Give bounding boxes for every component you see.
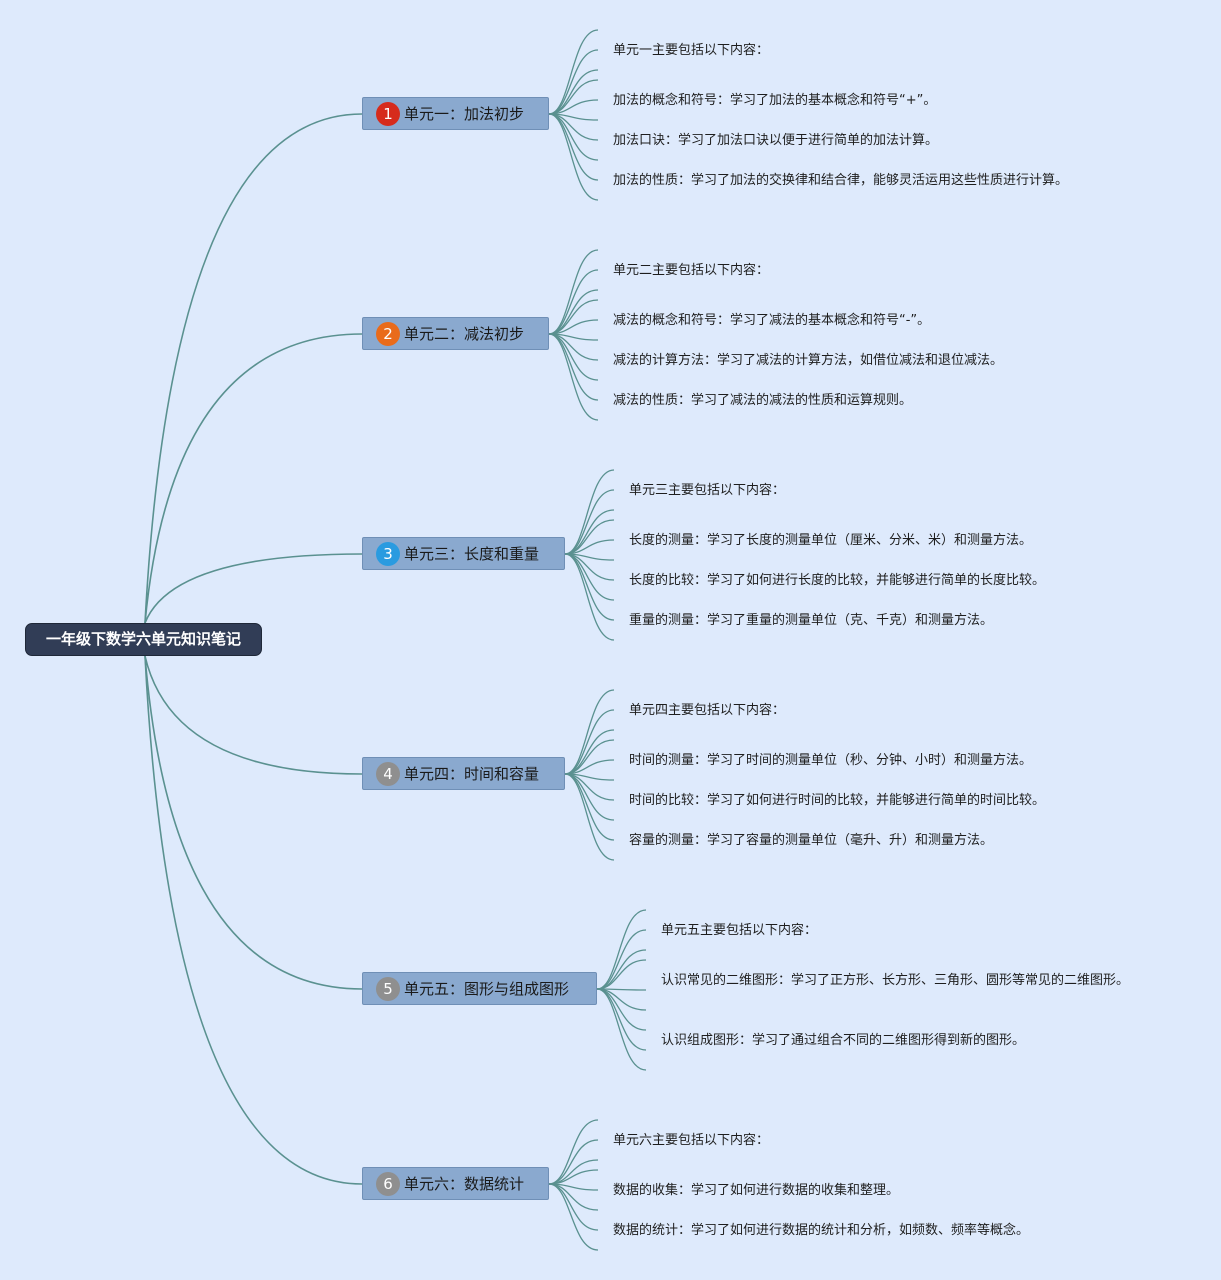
note-item[interactable]: 加法口诀：学习了加法口诀以便于进行简单的加法计算。 bbox=[613, 133, 939, 148]
connector-line bbox=[564, 709, 615, 775]
connector-line bbox=[144, 113, 363, 624]
connector-line bbox=[564, 469, 615, 555]
connector-line bbox=[144, 333, 363, 624]
connector-line bbox=[548, 79, 599, 115]
unit-node-5[interactable]: 5 单元五：图形与组成图形 bbox=[362, 972, 597, 1005]
note-item[interactable]: 加法的性质：学习了加法的交换律和结合律，能够灵活运用这些性质进行计算。 bbox=[613, 173, 1069, 188]
connector-line bbox=[564, 739, 615, 775]
unit-label: 单元五：图形与组成图形 bbox=[404, 980, 570, 998]
unit-node-6[interactable]: 6 单元六：数据统计 bbox=[362, 1167, 549, 1200]
unit-node-2[interactable]: 2 单元二：减法初步 bbox=[362, 317, 549, 350]
note-item[interactable]: 数据的统计：学习了如何进行数据的统计和分析，如频数、频率等概念。 bbox=[613, 1223, 1030, 1238]
note-item[interactable]: 长度的比较：学习了如何进行长度的比较，并能够进行简单的长度比较。 bbox=[629, 573, 1046, 588]
connector-line bbox=[596, 959, 647, 990]
connector-line bbox=[548, 113, 599, 181]
connector-line bbox=[564, 773, 615, 861]
note-item[interactable]: 减法的性质：学习了减法的减法的性质和运算规则。 bbox=[613, 393, 913, 408]
connector-line bbox=[548, 113, 599, 201]
note-item[interactable]: 单元六主要包括以下内容： bbox=[613, 1133, 770, 1148]
note-item[interactable]: 时间的测量：学习了时间的测量单位（秒、分钟、小时）和测量方法。 bbox=[629, 753, 1033, 768]
note-item[interactable]: 重量的测量：学习了重量的测量单位（克、千克）和测量方法。 bbox=[629, 613, 994, 628]
note-item[interactable]: 减法的概念和符号：学习了减法的基本概念和符号“-”。 bbox=[613, 313, 931, 328]
connector-line bbox=[144, 655, 363, 1185]
number-badge-6: 6 bbox=[376, 1171, 400, 1196]
connector-line bbox=[548, 333, 599, 421]
unit-label: 单元三：长度和重量 bbox=[404, 545, 540, 563]
note-item[interactable]: 单元三主要包括以下内容： bbox=[629, 483, 786, 498]
connector-line bbox=[144, 655, 363, 990]
connector-line bbox=[548, 49, 599, 115]
unit-node-1[interactable]: 1 单元一：加法初步 bbox=[362, 97, 549, 130]
note-item[interactable]: 单元四主要包括以下内容： bbox=[629, 703, 786, 718]
connector-line bbox=[596, 909, 647, 990]
number-badge-1: 1 bbox=[376, 101, 400, 126]
note-item[interactable]: 认识组成图形：学习了通过组合不同的二维图形得到新的图形。 bbox=[661, 1033, 1026, 1048]
connector-line bbox=[548, 1119, 599, 1185]
connector-line bbox=[596, 929, 647, 990]
connector-line bbox=[564, 489, 615, 555]
number-badge-2: 2 bbox=[376, 321, 400, 346]
connector-line bbox=[564, 553, 615, 621]
connector-line bbox=[564, 553, 615, 641]
connector-line bbox=[144, 553, 363, 624]
number-badge-5: 5 bbox=[376, 976, 400, 1001]
note-item[interactable]: 时间的比较：学习了如何进行时间的比较，并能够进行简单的时间比较。 bbox=[629, 793, 1046, 808]
number-badge-3: 3 bbox=[376, 541, 400, 566]
note-item[interactable]: 单元五主要包括以下内容： bbox=[661, 923, 818, 938]
connector-line bbox=[564, 689, 615, 775]
note-item[interactable]: 认识常见的二维图形：学习了正方形、长方形、三角形、圆形等常见的二维图形。 bbox=[661, 973, 1130, 988]
connector-line bbox=[564, 773, 615, 841]
connector-line bbox=[596, 988, 647, 1071]
connector-line bbox=[548, 249, 599, 335]
note-item[interactable]: 单元二主要包括以下内容： bbox=[613, 263, 770, 278]
connector-line bbox=[548, 1183, 599, 1251]
connector-line bbox=[596, 988, 647, 1051]
connector-line bbox=[548, 299, 599, 335]
unit-label: 单元一：加法初步 bbox=[404, 105, 525, 123]
connector-line bbox=[548, 29, 599, 115]
connector-line bbox=[548, 269, 599, 335]
note-item[interactable]: 数据的收集：学习了如何进行数据的收集和整理。 bbox=[613, 1183, 900, 1198]
connector-line bbox=[564, 519, 615, 555]
connector-line bbox=[144, 655, 363, 775]
connector-line bbox=[548, 333, 599, 401]
unit-label: 单元四：时间和容量 bbox=[404, 765, 540, 783]
unit-label: 单元六：数据统计 bbox=[404, 1175, 525, 1193]
root-topic[interactable]: 一年级下数学六单元知识笔记 bbox=[25, 623, 262, 656]
unit-node-4[interactable]: 4 单元四：时间和容量 bbox=[362, 757, 565, 790]
note-item[interactable]: 加法的概念和符号：学习了加法的基本概念和符号“+”。 bbox=[613, 93, 937, 108]
note-item[interactable]: 容量的测量：学习了容量的测量单位（毫升、升）和测量方法。 bbox=[629, 833, 994, 848]
note-item[interactable]: 单元一主要包括以下内容： bbox=[613, 43, 770, 58]
number-badge-4: 4 bbox=[376, 761, 400, 786]
unit-node-3[interactable]: 3 单元三：长度和重量 bbox=[362, 537, 565, 570]
note-item[interactable]: 减法的计算方法：学习了减法的计算方法，如借位减法和退位减法。 bbox=[613, 353, 1004, 368]
note-item[interactable]: 长度的测量：学习了长度的测量单位（厘米、分米、米）和测量方法。 bbox=[629, 533, 1033, 548]
unit-label: 单元二：减法初步 bbox=[404, 325, 525, 343]
